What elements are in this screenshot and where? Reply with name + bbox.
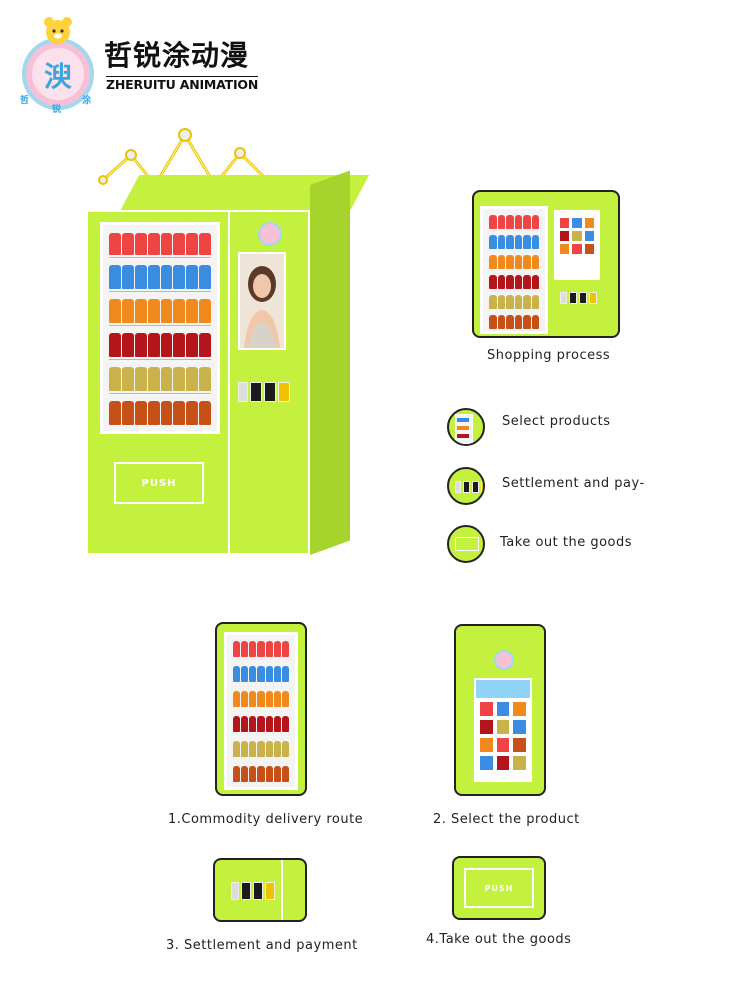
detail-label-4: 4.Take out the goods — [426, 932, 572, 947]
detail-take-out: PUSH — [452, 856, 546, 920]
logo-char-3: 涂 — [82, 96, 92, 106]
machine-front: PUSH — [86, 210, 310, 555]
payment-panel[interactable] — [238, 382, 290, 402]
pickup-door[interactable]: PUSH — [464, 868, 534, 908]
small-logo-icon — [258, 222, 282, 246]
touch-screen[interactable] — [474, 678, 532, 782]
pickup-door[interactable]: PUSH — [114, 462, 204, 504]
product-window — [100, 222, 220, 434]
push-label: PUSH — [484, 883, 514, 893]
process-title: Shopping process — [487, 348, 611, 363]
svg-text:㳛: 㳛 — [44, 60, 72, 93]
payment-icon — [447, 467, 485, 505]
ad-screen — [238, 252, 286, 350]
detail-select-product — [454, 624, 546, 796]
vending-machine-main: PUSH — [80, 125, 370, 565]
logo-char-1: 哲 — [20, 96, 30, 106]
logo-char-2: 锐 — [52, 105, 62, 115]
bear-logo-icon: 㳛 — [22, 17, 94, 110]
detail-label-1: 1.Commodity delivery route — [168, 812, 364, 827]
push-icon — [447, 525, 485, 563]
step-label-settlement: Settlement and pay- — [502, 476, 645, 491]
brand-logo: 㳛 哲 锐 涂 — [14, 14, 104, 115]
brand-name-cn: 哲锐涂动漫 — [104, 39, 250, 72]
step-label-select-products: Select products — [502, 414, 611, 429]
detail-label-3: 3. Settlement and payment — [166, 938, 358, 953]
crown-decoration-icon — [98, 128, 275, 188]
brand-name-en: ZHERUITU ANIMATION — [106, 76, 259, 92]
detail-delivery-route — [215, 622, 307, 796]
small-logo-icon — [494, 650, 514, 670]
push-label: PUSH — [141, 477, 177, 489]
shelf-icon — [447, 408, 485, 446]
detail-payment — [213, 858, 307, 922]
portrait-icon — [240, 254, 284, 348]
process-machine-preview — [472, 190, 620, 338]
step-label-take-out: Take out the goods — [500, 535, 633, 550]
detail-label-2: 2. Select the product — [433, 812, 580, 827]
